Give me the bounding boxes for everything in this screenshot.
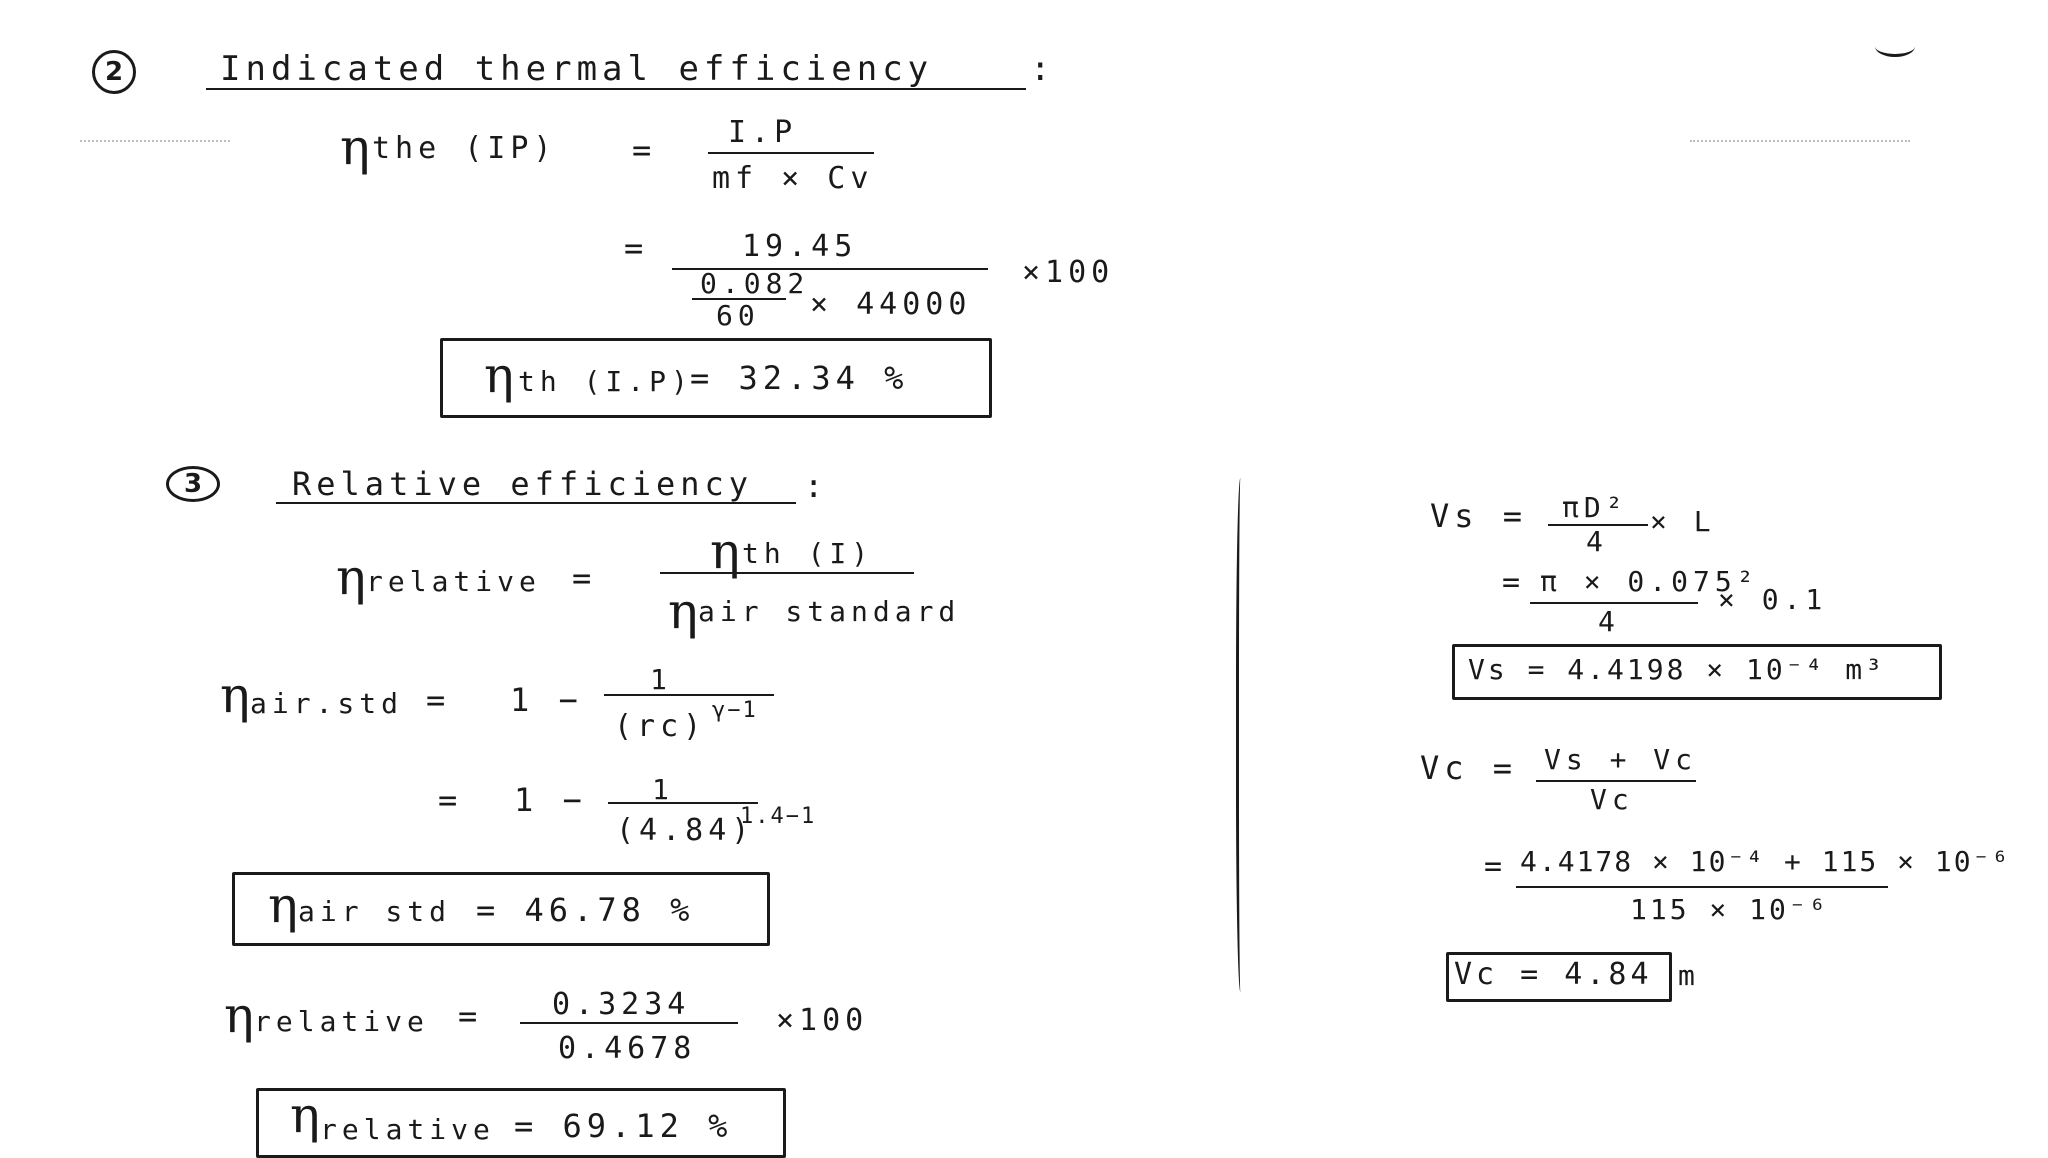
eta-symbol: η bbox=[484, 346, 514, 404]
eta-symbol: η bbox=[268, 876, 298, 934]
fraction-denominator: 0.4678 bbox=[558, 1031, 697, 1066]
equals-sign: = bbox=[1502, 565, 1526, 600]
inner-fraction-bar bbox=[692, 298, 786, 300]
fraction-numerator: I.P bbox=[728, 115, 798, 150]
result-box-clearance bbox=[1446, 952, 1672, 1002]
eta-air-std-label: air.std bbox=[250, 687, 404, 720]
exponent: γ−1 bbox=[712, 698, 758, 723]
eta-symbol: η bbox=[224, 986, 254, 1044]
equals-sign: = bbox=[438, 781, 463, 819]
fraction-numerator: 0.3234 bbox=[552, 987, 691, 1022]
result-label: relative bbox=[320, 1113, 495, 1146]
result-value: Vc = 4.84 bbox=[1454, 957, 1653, 992]
vc-label: Vc = bbox=[1420, 749, 1518, 787]
equals-sign: = bbox=[572, 559, 597, 597]
fraction-numerator: πD² bbox=[1562, 491, 1628, 524]
fraction-numerator: 19.45 bbox=[742, 229, 858, 264]
length-multiplier: × L bbox=[1650, 505, 1716, 538]
inner-numerator: 0.082 bbox=[700, 267, 810, 300]
one-minus: 1 − bbox=[510, 681, 583, 719]
fraction-bar bbox=[520, 1022, 738, 1024]
eta-symbol: η bbox=[710, 522, 740, 580]
fraction-bar bbox=[1530, 602, 1698, 604]
times-hundred: ×100 bbox=[1022, 255, 1115, 290]
scan-mark bbox=[1690, 140, 1910, 143]
section-2-number: 2 bbox=[92, 50, 136, 94]
inner-denominator: 60 bbox=[716, 299, 760, 332]
fraction-denominator: (4.84) bbox=[616, 813, 755, 848]
equals-sign: = bbox=[1484, 849, 1508, 884]
eta-relative-label: relative bbox=[254, 1005, 429, 1038]
equals-sign: = bbox=[426, 681, 451, 719]
section-2-heading: Indicated thermal efficiency bbox=[220, 49, 934, 89]
result-value: Vs = 4.4198 × 10⁻⁴ m³ bbox=[1468, 653, 1886, 686]
fraction-bar bbox=[1548, 524, 1648, 526]
exponent: 1.4−1 bbox=[740, 804, 817, 829]
equals-sign: = bbox=[458, 997, 483, 1035]
denominator-multiplier: × 44000 bbox=[810, 287, 972, 322]
result-label: air std bbox=[298, 895, 452, 928]
column-divider bbox=[1236, 478, 1247, 992]
fraction-denominator: 4 bbox=[1586, 525, 1608, 558]
fraction-numerator: 1 bbox=[652, 773, 674, 806]
fraction-numerator: 4.4178 × 10⁻⁴ + 115 × 10⁻⁶ bbox=[1520, 845, 2011, 878]
result-box-air-std bbox=[232, 872, 770, 946]
eta-th-ip-label: the (IP) bbox=[372, 131, 557, 166]
eta-symbol: η bbox=[340, 118, 370, 176]
result-box-thermal-efficiency bbox=[440, 338, 992, 418]
fraction-bar bbox=[1536, 780, 1696, 782]
fraction-numerator: π × 0.075² bbox=[1540, 565, 1759, 598]
corner-mark bbox=[1875, 36, 1915, 57]
fraction-numerator: th (I) bbox=[742, 537, 874, 570]
eta-symbol: η bbox=[290, 1086, 320, 1144]
scan-mark bbox=[80, 140, 230, 143]
one-minus: 1 − bbox=[514, 781, 587, 819]
fraction-bar bbox=[608, 802, 758, 804]
section-2-colon: : bbox=[1030, 49, 1056, 89]
fraction-bar bbox=[1516, 886, 1888, 888]
stroke-multiplier: × 0.1 bbox=[1718, 583, 1828, 616]
section-3-number: 3 bbox=[166, 466, 220, 502]
result-box-swept-volume bbox=[1452, 644, 1942, 700]
fraction-bar bbox=[708, 152, 874, 154]
fraction-bar bbox=[660, 572, 914, 574]
fraction-bar bbox=[672, 268, 988, 270]
result-value: = 46.78 % bbox=[476, 891, 695, 929]
eta-symbol: η bbox=[336, 548, 366, 606]
result-value: = 69.12 % bbox=[514, 1107, 733, 1145]
equals-sign: = bbox=[632, 131, 657, 169]
fraction-denominator: (rc) bbox=[614, 709, 707, 744]
fraction-denominator: air standard bbox=[698, 595, 961, 628]
fraction-numerator: Vs + Vc bbox=[1544, 743, 1698, 776]
eta-relative-label: relative bbox=[366, 565, 541, 598]
fraction-denominator: Vc bbox=[1590, 783, 1634, 816]
result-label: th (I.P) bbox=[518, 365, 693, 398]
vs-label: Vs = bbox=[1430, 497, 1528, 535]
result-value: = 32.34 % bbox=[690, 359, 909, 397]
fraction-bar bbox=[604, 694, 774, 696]
eta-symbol: η bbox=[220, 666, 250, 724]
section-2-underline bbox=[206, 88, 1026, 90]
result-unit: m bbox=[1678, 959, 1700, 992]
fraction-denominator: mf × Cv bbox=[712, 161, 874, 196]
fraction-denominator: 115 × 10⁻⁶ bbox=[1630, 893, 1829, 926]
section-3-underline bbox=[276, 502, 796, 504]
eta-symbol: η bbox=[668, 582, 698, 640]
fraction-denominator: 4 bbox=[1598, 605, 1620, 638]
section-3-heading: Relative efficiency bbox=[292, 465, 754, 503]
times-hundred: ×100 bbox=[776, 1003, 869, 1038]
equals-sign: = bbox=[624, 229, 649, 267]
section-3-colon: : bbox=[804, 467, 829, 505]
fraction-numerator: 1 bbox=[650, 663, 672, 696]
